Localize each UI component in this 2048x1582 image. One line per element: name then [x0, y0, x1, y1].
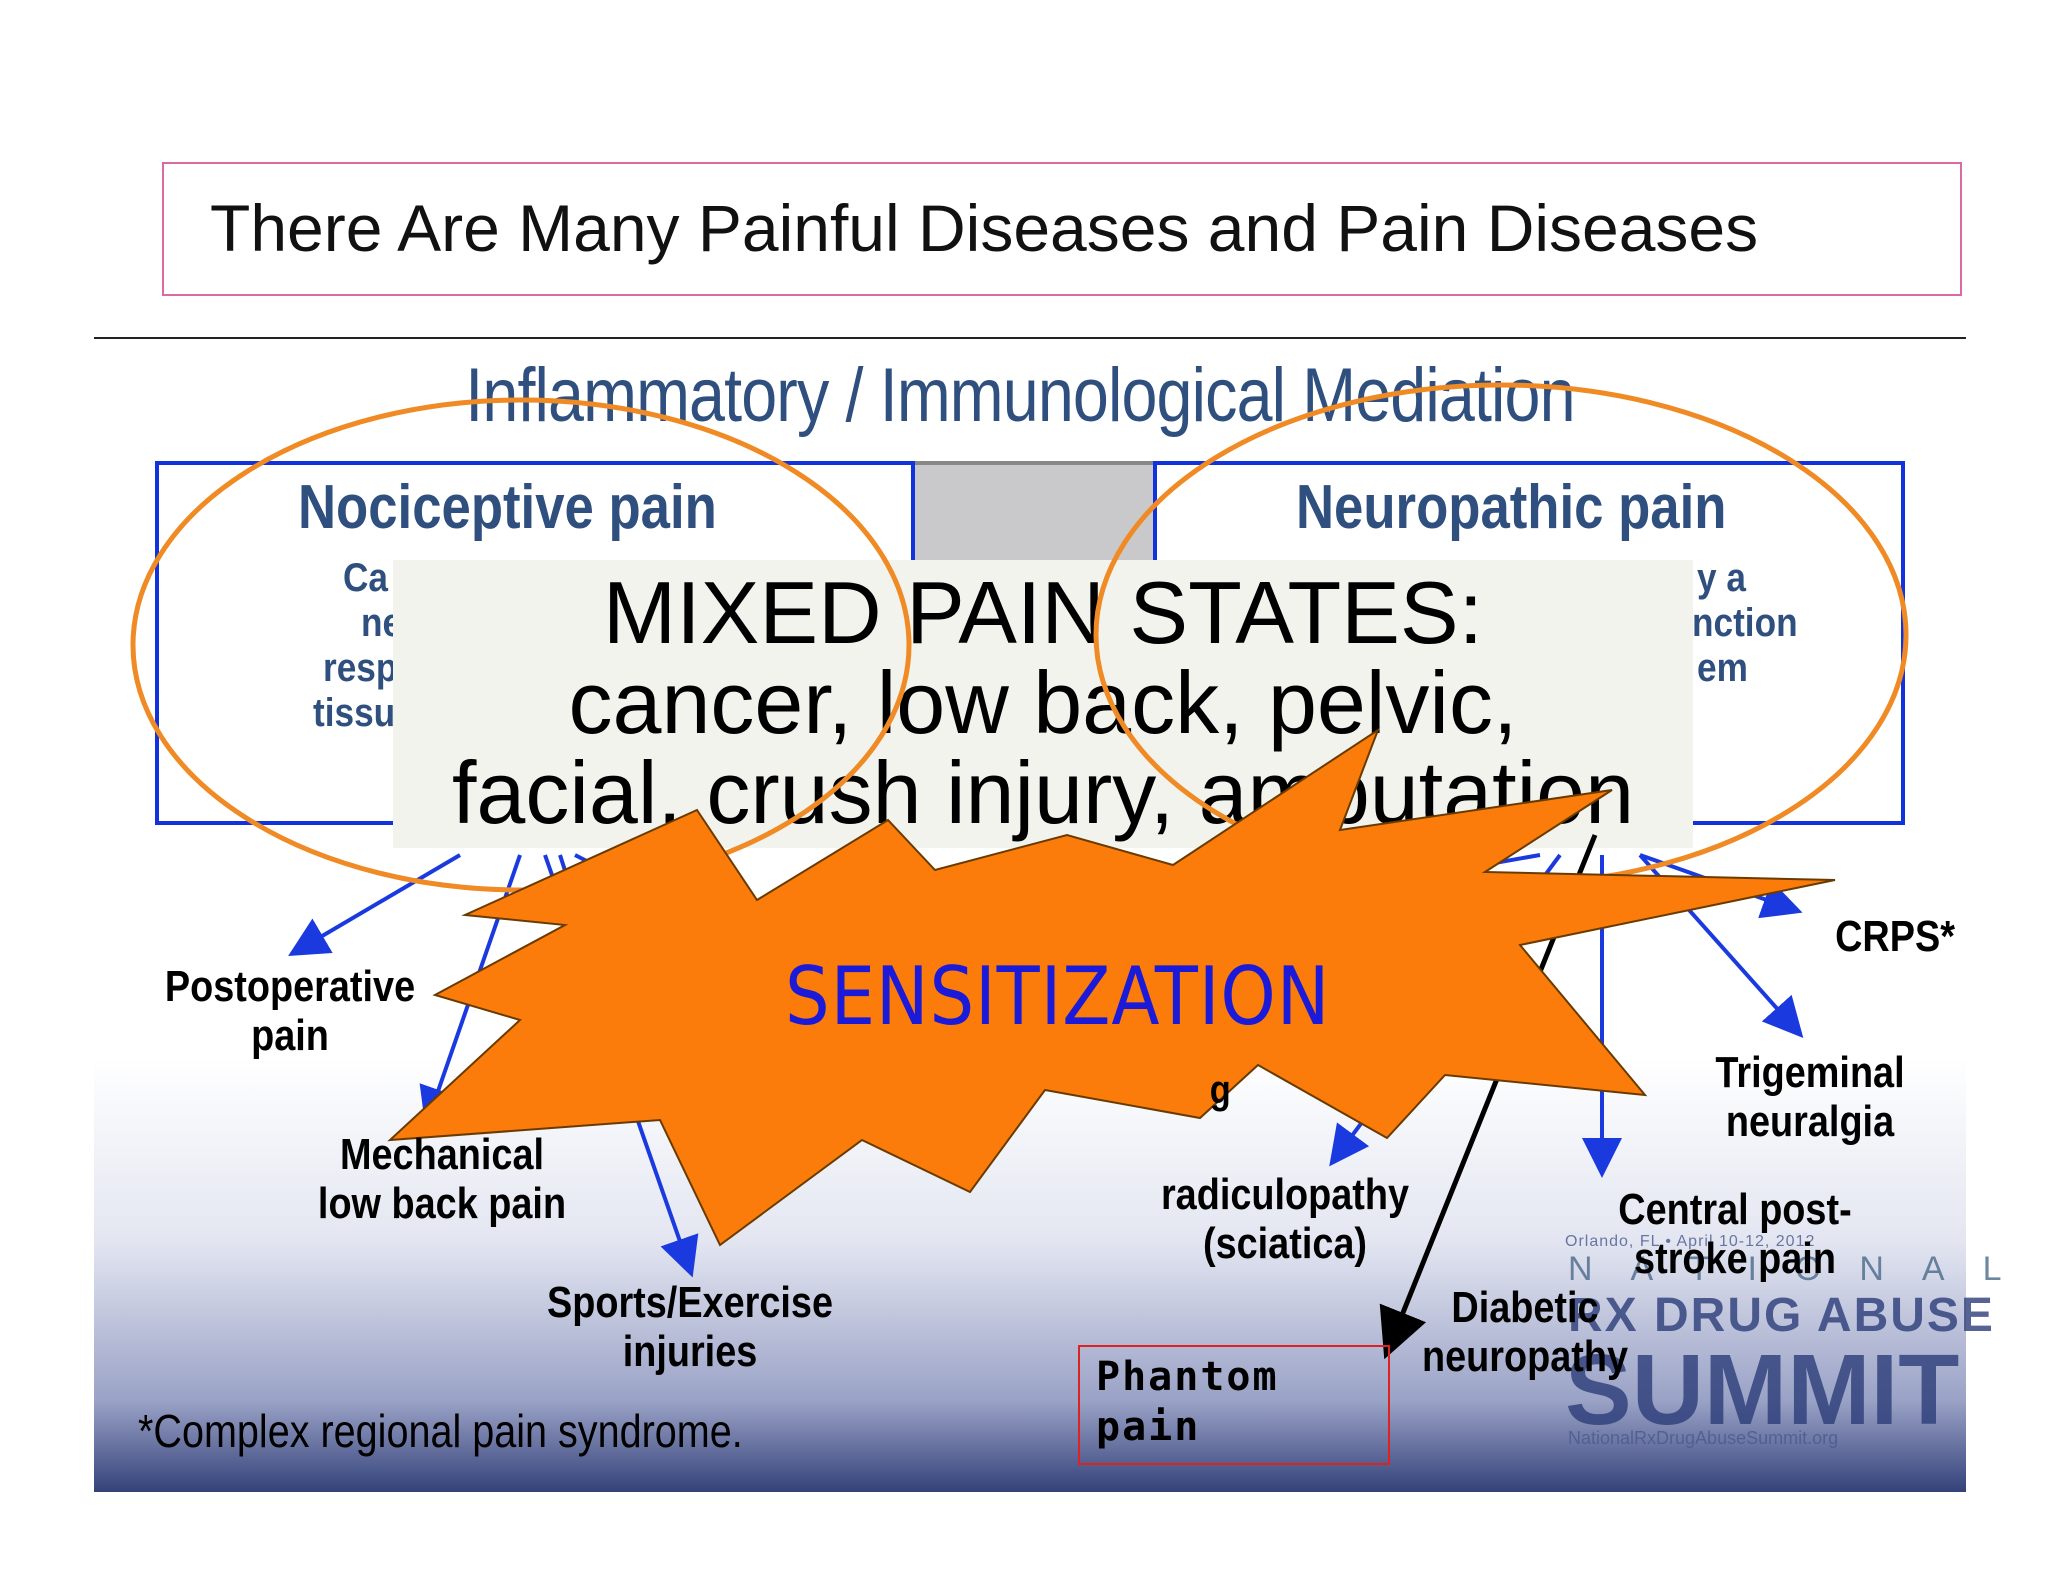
arrow-to-postoperative	[288, 853, 462, 957]
phantom-pain-box	[1078, 1345, 1390, 1465]
nociceptive-title: Nociceptive pain	[298, 473, 717, 542]
label-central-post-stroke-pain: Central post- stroke pain	[1618, 1185, 1852, 1284]
mixed-pain-list: cancer, low back, pelvic,	[568, 653, 1518, 752]
nociceptive-desc-fragment: tissu	[313, 691, 396, 735]
label-phantom-pain: Phantom pain	[1096, 1354, 1279, 1450]
logo-rx-drug-abuse: RX DRUG ABUSE	[1568, 1289, 1995, 1342]
label-diabetic-neuropathy: Diabetic neuropathy	[1421, 1283, 1629, 1382]
label-hidden-fragment: g	[1209, 1068, 1231, 1112]
sensitization-starburst	[387, 727, 1836, 1247]
title-divider	[94, 337, 1966, 339]
footnote: *Complex regional pain syndrome.	[138, 1405, 743, 1457]
sensitization-label: SENSITIZATION	[785, 950, 1331, 1043]
mixed-pain-box	[393, 560, 1693, 848]
neuropathic-desc-fragment: y a	[1697, 556, 1746, 600]
label-sports-exercise-injuries: Sports/Exercise injuries	[546, 1278, 834, 1377]
slide-title: There Are Many Painful Diseases and Pain…	[210, 191, 1759, 265]
nociceptive-ellipse	[130, 397, 912, 893]
nociceptive-desc-fragment: Ca	[343, 556, 389, 600]
mixed-pain-heading: MIXED PAIN STATES:	[602, 563, 1484, 662]
logo-national: NATIONAL	[1568, 1250, 2040, 1288]
middle-grey-box	[915, 461, 1153, 566]
label-mechanical-low-back-pain: Mechanical low back pain	[317, 1130, 567, 1229]
label-postoperative-pain: Postoperative pain	[164, 962, 416, 1061]
neuropathic-desc-fragment: em	[1697, 646, 1748, 690]
neuropathic-title: Neuropathic pain	[1296, 473, 1727, 542]
label-radiculopathy: radiculopathy (sciatica)	[1160, 1170, 1410, 1269]
label-crps: CRPS*	[1835, 912, 1955, 961]
logo-summit: SUMMIT	[1565, 1334, 1960, 1446]
label-trigeminal-neuralgia: Trigeminal neuralgia	[1715, 1048, 1905, 1147]
nociceptive-desc-fragment: resp	[323, 646, 398, 690]
logo-url: NationalRxDrugAbuseSummit.org	[1568, 1428, 1839, 1448]
title-box	[162, 162, 1962, 296]
neuropathic-desc-fragment: nction	[1692, 601, 1798, 645]
logo-date: Orlando, FL • April 10-12, 2012	[1565, 1233, 1816, 1250]
